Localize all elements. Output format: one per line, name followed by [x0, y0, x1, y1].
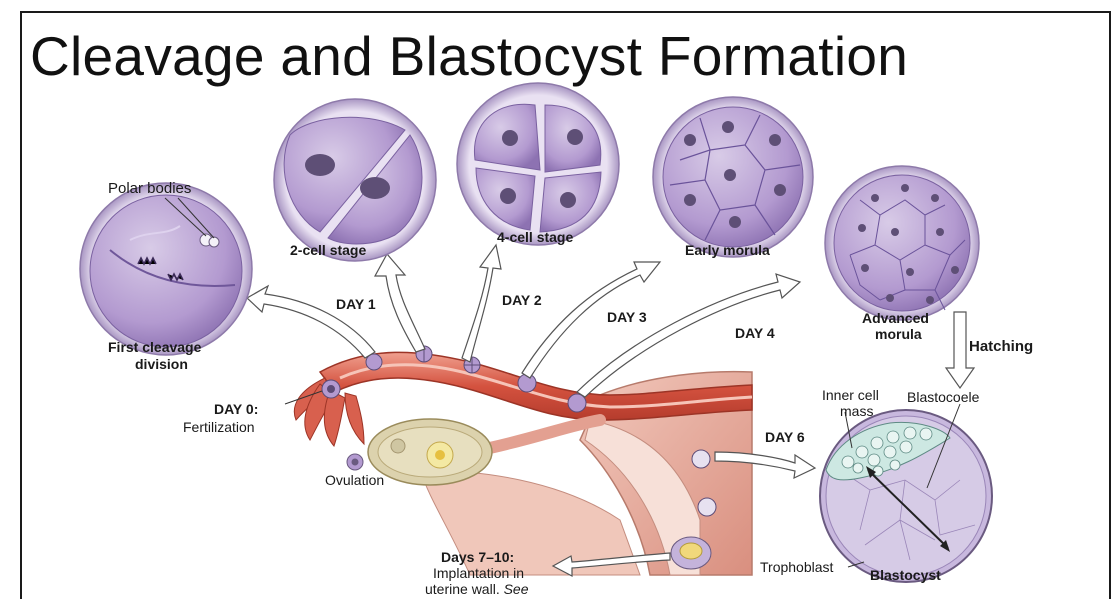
early-morula: [653, 97, 813, 257]
label-advanced-morula-1: Advanced: [862, 310, 929, 326]
label-day1: DAY 1: [336, 296, 376, 312]
label-days710: Days 7–10:: [441, 549, 514, 565]
label-implantation-2: uterine wall. See: [425, 581, 529, 597]
label-implantation-2b: See: [504, 581, 529, 597]
advanced-morula: [825, 166, 979, 320]
label-first-cleavage-1: First cleavage: [108, 339, 202, 355]
label-day0: DAY 0:: [214, 401, 258, 417]
label-ovulation: Ovulation: [325, 472, 384, 488]
label-day2: DAY 2: [502, 292, 542, 308]
arrow-day2: [462, 245, 501, 362]
first-cleavage-cell: [80, 183, 252, 355]
label-trophoblast: Trophoblast: [760, 559, 834, 575]
label-day6: DAY 6: [765, 429, 805, 445]
label-polar-bodies: Polar bodies: [108, 180, 191, 197]
four-cell-embryo: [457, 83, 619, 245]
label-four-cell: 4-cell stage: [497, 229, 573, 245]
label-inner-cell-2: mass: [840, 403, 873, 419]
label-first-cleavage-2: division: [135, 356, 188, 372]
label-day4: DAY 4: [735, 325, 775, 341]
implanting-embryo: [671, 537, 711, 569]
label-advanced-morula-2: morula: [875, 326, 922, 342]
blastocyst: [820, 404, 992, 582]
label-blastocoele: Blastocoele: [907, 389, 980, 405]
label-blastocyst: Blastocyst: [870, 567, 941, 583]
label-early-morula: Early morula: [685, 242, 770, 258]
label-inner-cell-1: Inner cell: [822, 387, 879, 403]
label-implantation-2a: uterine wall.: [425, 581, 504, 597]
label-hatching: Hatching: [969, 338, 1033, 355]
ovary: [368, 419, 492, 485]
label-day3: DAY 3: [607, 309, 647, 325]
label-implantation-1: Implantation in: [433, 565, 524, 581]
arrow-day1: [375, 254, 425, 352]
label-fertilization: Fertilization: [183, 419, 255, 435]
ovulated-oocyte: [347, 454, 363, 470]
two-cell-embryo: [274, 99, 436, 261]
label-two-cell: 2-cell stage: [290, 242, 366, 258]
